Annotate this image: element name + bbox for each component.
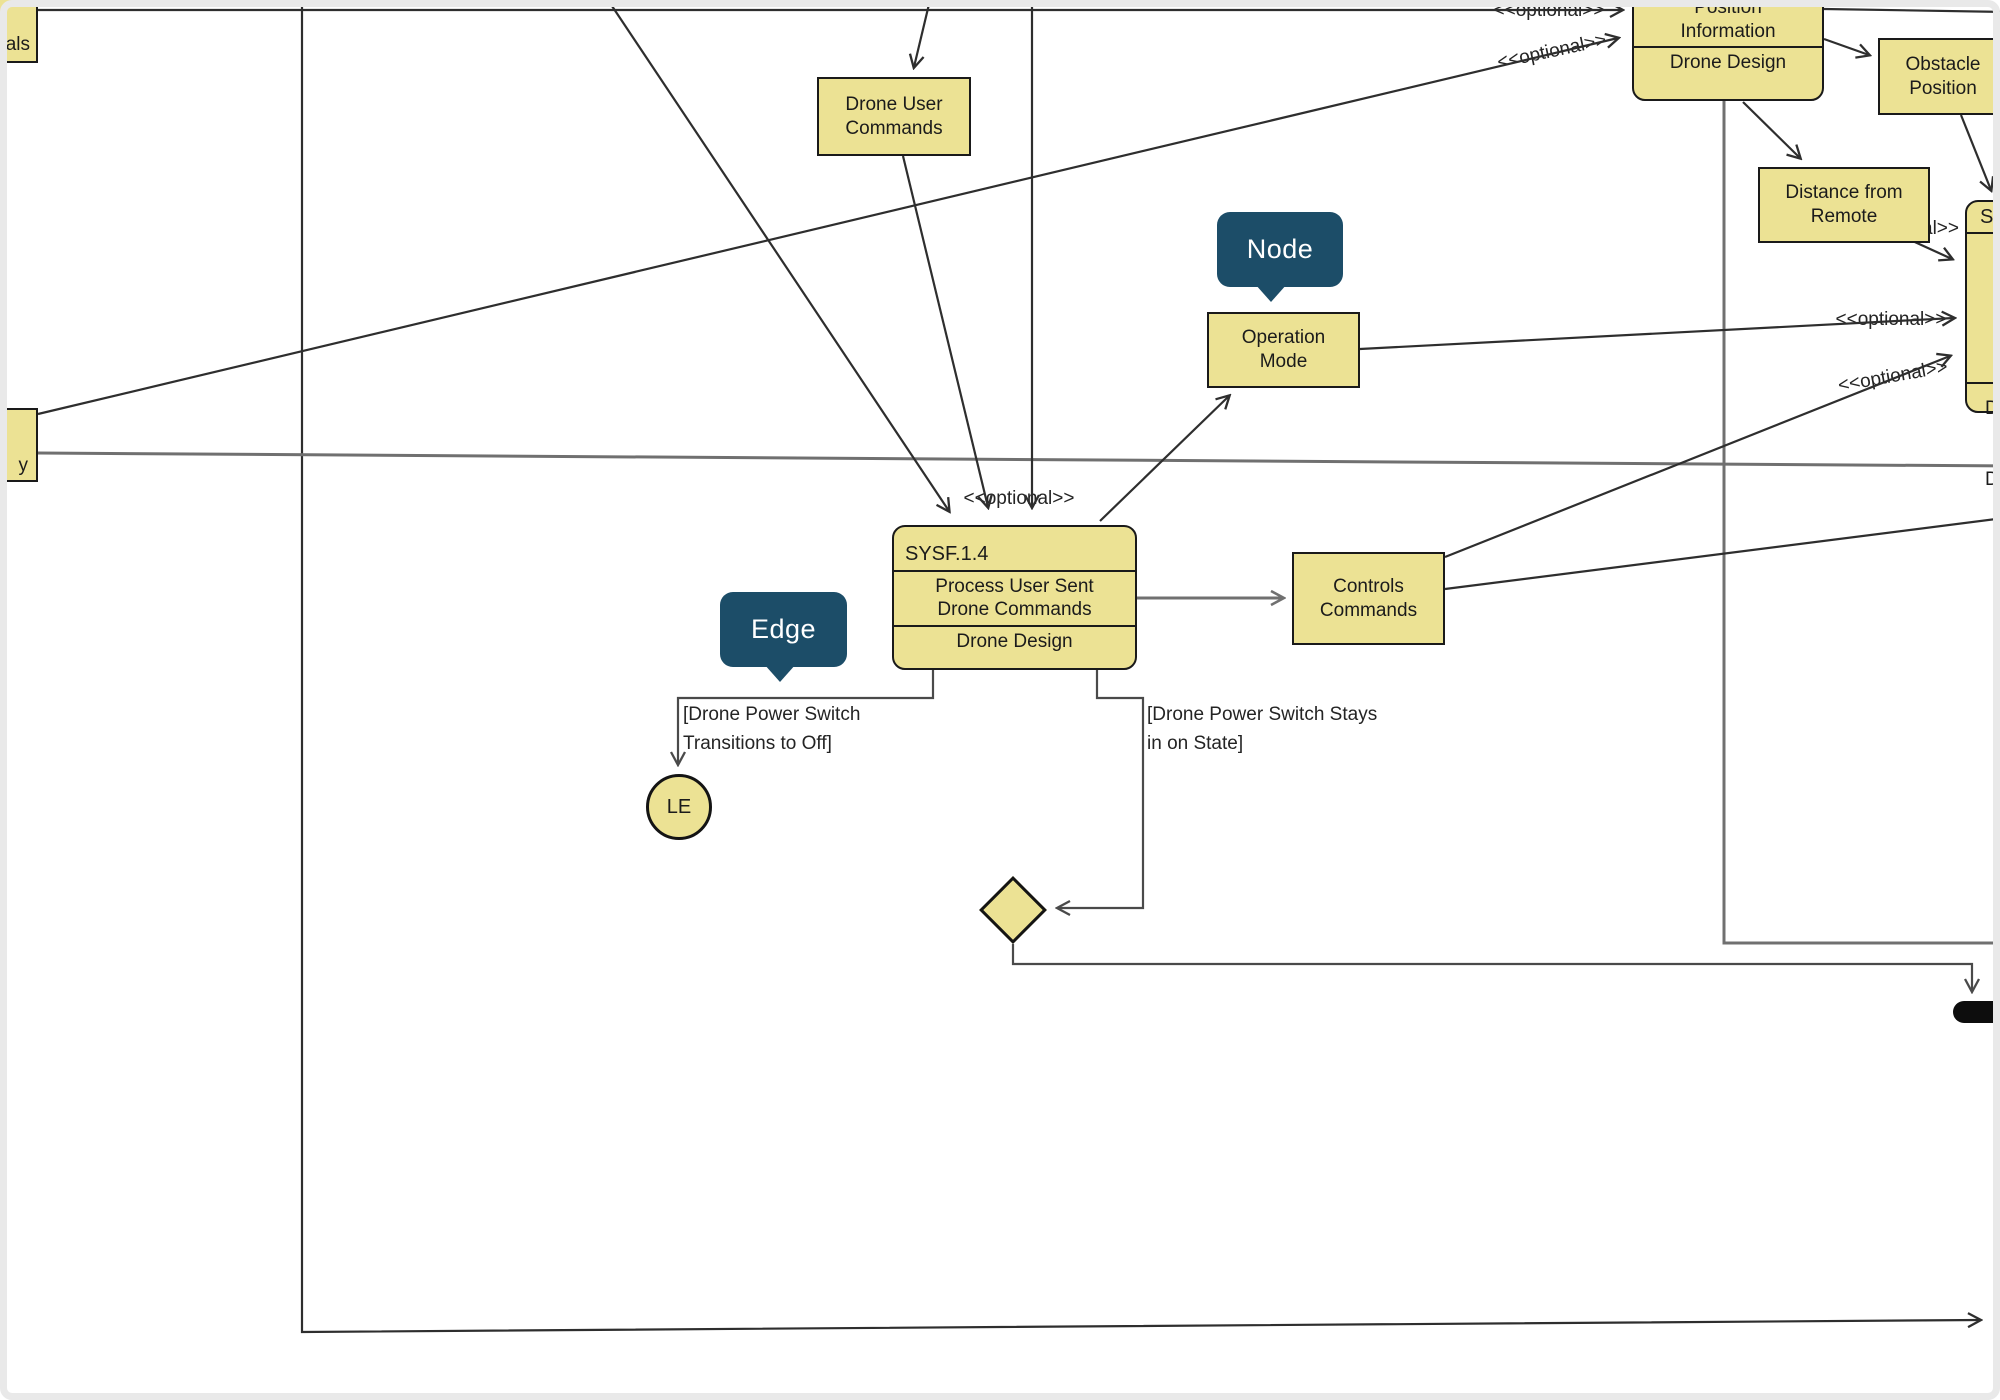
edge-top-to-sysf14-1[interactable] — [607, 0, 949, 511]
node-label: Position — [1694, 0, 1762, 19]
node-partial-sy[interactable]: SY D D — [1965, 200, 2000, 490]
edge-positioninformation-right[interactable] — [1823, 7, 2000, 13]
node-label: Process User Sent — [935, 575, 1094, 597]
compartment-separator — [1967, 382, 2000, 384]
guard-line: Transitions to Off] — [683, 733, 832, 755]
edge-position-to-join[interactable] — [1722, 101, 2000, 990]
callout-label: Node — [1246, 234, 1314, 264]
node-label: Drone User — [845, 93, 943, 115]
edge-controlscommands-right[interactable] — [1444, 517, 2000, 591]
edge-controlscommands-to-sy[interactable] — [1444, 356, 1950, 559]
callout-label: Edge — [750, 614, 817, 644]
callout-tail — [764, 664, 796, 682]
guard-label-power-on: [Drone Power Switch Stays in on State] — [1147, 700, 1377, 759]
node-partial-y[interactable]: y — [0, 408, 38, 482]
node-sysf14[interactable]: SYSF.1.4 Process User Sent Drone Command… — [892, 525, 1137, 670]
node-id-label: SY — [1980, 206, 2000, 228]
node-label: Commands — [1319, 599, 1418, 621]
node-id-label: SYSF.1.4 — [905, 542, 989, 565]
node-label: Position — [1909, 77, 1977, 99]
guard-label-power-off: [Drone Power Switch Transitions to Off] — [683, 700, 860, 759]
node-label: Information — [1680, 20, 1776, 42]
edge-sysf14-to-le[interactable] — [678, 670, 935, 764]
guard-line: in on State] — [1147, 733, 1244, 755]
node-label: Obstacle — [1905, 53, 1981, 75]
edge-top-to-droneusercommands[interactable] — [914, 0, 932, 67]
edge-positioninformation-to-distancefromremote[interactable] — [1742, 101, 1800, 158]
node-obstacle-position[interactable]: Obstacle Position — [1878, 38, 2000, 115]
node-allocation-label: Drone Design — [956, 630, 1073, 652]
node-allocation-label: Drone Design — [1669, 52, 1787, 74]
edge-droneusercommands-to-sysf14[interactable] — [901, 155, 988, 507]
node-label: Operation — [1241, 327, 1326, 349]
compartment-separator — [1634, 46, 1822, 49]
stereotype-fragment-label: al>> — [1922, 218, 1959, 239]
node-drone-user-commands[interactable]: Drone User Commands — [817, 77, 971, 156]
edge-long-horizontal[interactable] — [37, 451, 2000, 468]
node-le-final[interactable]: LE — [646, 774, 712, 840]
edge-positioninformation-to-obstacleposition[interactable] — [1823, 37, 1869, 55]
node-annotation-callout: Node — [1217, 212, 1343, 302]
node-label: Drone Commands — [937, 599, 1092, 621]
edge-bottom-container[interactable] — [300, 0, 1980, 1334]
node-partial-als-label: als — [5, 34, 30, 56]
node-partial-y-label: y — [18, 455, 29, 477]
node-position-information[interactable]: Position Information Drone Design — [1632, 0, 1824, 101]
node-allocation-label: D — [1985, 398, 1999, 419]
node-label: Mode — [1259, 351, 1308, 372]
node-partial-als[interactable]: als — [0, 0, 38, 63]
node-controls-commands[interactable]: Controls Commands — [1292, 552, 1445, 645]
node-distance-from-remote[interactable]: Distance from Remote — [1758, 167, 1930, 243]
edge-decision-to-join[interactable] — [1011, 944, 1972, 991]
callout-tail — [1255, 284, 1287, 302]
edge-sysf14-to-operationmode[interactable] — [1099, 396, 1229, 522]
node-label: D — [1985, 469, 1999, 491]
edge-operationmode-to-sy[interactable] — [1359, 318, 1954, 351]
compartment-separator — [1967, 231, 2000, 234]
compartment-separator — [894, 624, 1135, 627]
stereotype-label-4: <<optional>> — [1835, 309, 1947, 330]
edge-obstacleposition-to-sy[interactable] — [1959, 114, 1991, 190]
node-label: Commands — [845, 117, 943, 139]
node-label: Controls — [1333, 575, 1404, 597]
compartment-separator — [894, 569, 1135, 572]
node-join-bar[interactable] — [1953, 1001, 2000, 1023]
node-label: Distance from — [1785, 182, 1903, 204]
node-label: LE — [666, 795, 692, 818]
edge-y-to-positioninformation[interactable] — [37, 38, 1618, 416]
edge-sysf14-to-decision[interactable] — [1058, 670, 1145, 908]
node-label: Remote — [1810, 206, 1878, 227]
node-operation-mode[interactable]: Operation Mode — [1207, 312, 1360, 388]
guard-line: [Drone Power Switch — [683, 704, 861, 725]
guard-line: [Drone Power Switch Stays — [1147, 704, 1378, 725]
edge-annotation-callout: Edge — [720, 592, 847, 682]
